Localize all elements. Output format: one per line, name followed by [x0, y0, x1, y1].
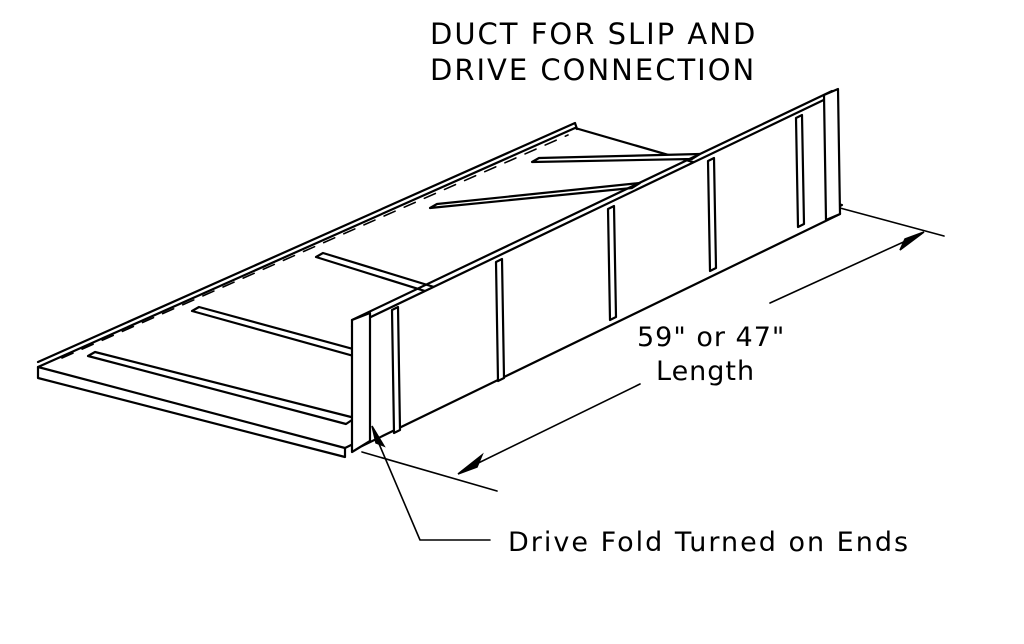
dimension-value: 59" or 47" [637, 322, 785, 353]
title-line-2: DRIVE CONNECTION [430, 53, 756, 87]
drive-fold-leader [371, 425, 491, 541]
dimension-arrow-start [457, 452, 484, 475]
front-drive-fold [350, 311, 372, 454]
duct-side-panel [350, 87, 842, 454]
leader-arrowhead [371, 425, 386, 448]
slip-seam-dashes [61, 134, 569, 359]
side-stiffener-ribs [390, 113, 806, 435]
title-line-1: DUCT FOR SLIP AND [430, 17, 757, 51]
dimension-label: Length [656, 356, 755, 387]
back-drive-fold [822, 87, 842, 222]
callout-text: Drive Fold Turned on Ends [508, 527, 910, 558]
dimension-arrow-end [899, 231, 925, 251]
